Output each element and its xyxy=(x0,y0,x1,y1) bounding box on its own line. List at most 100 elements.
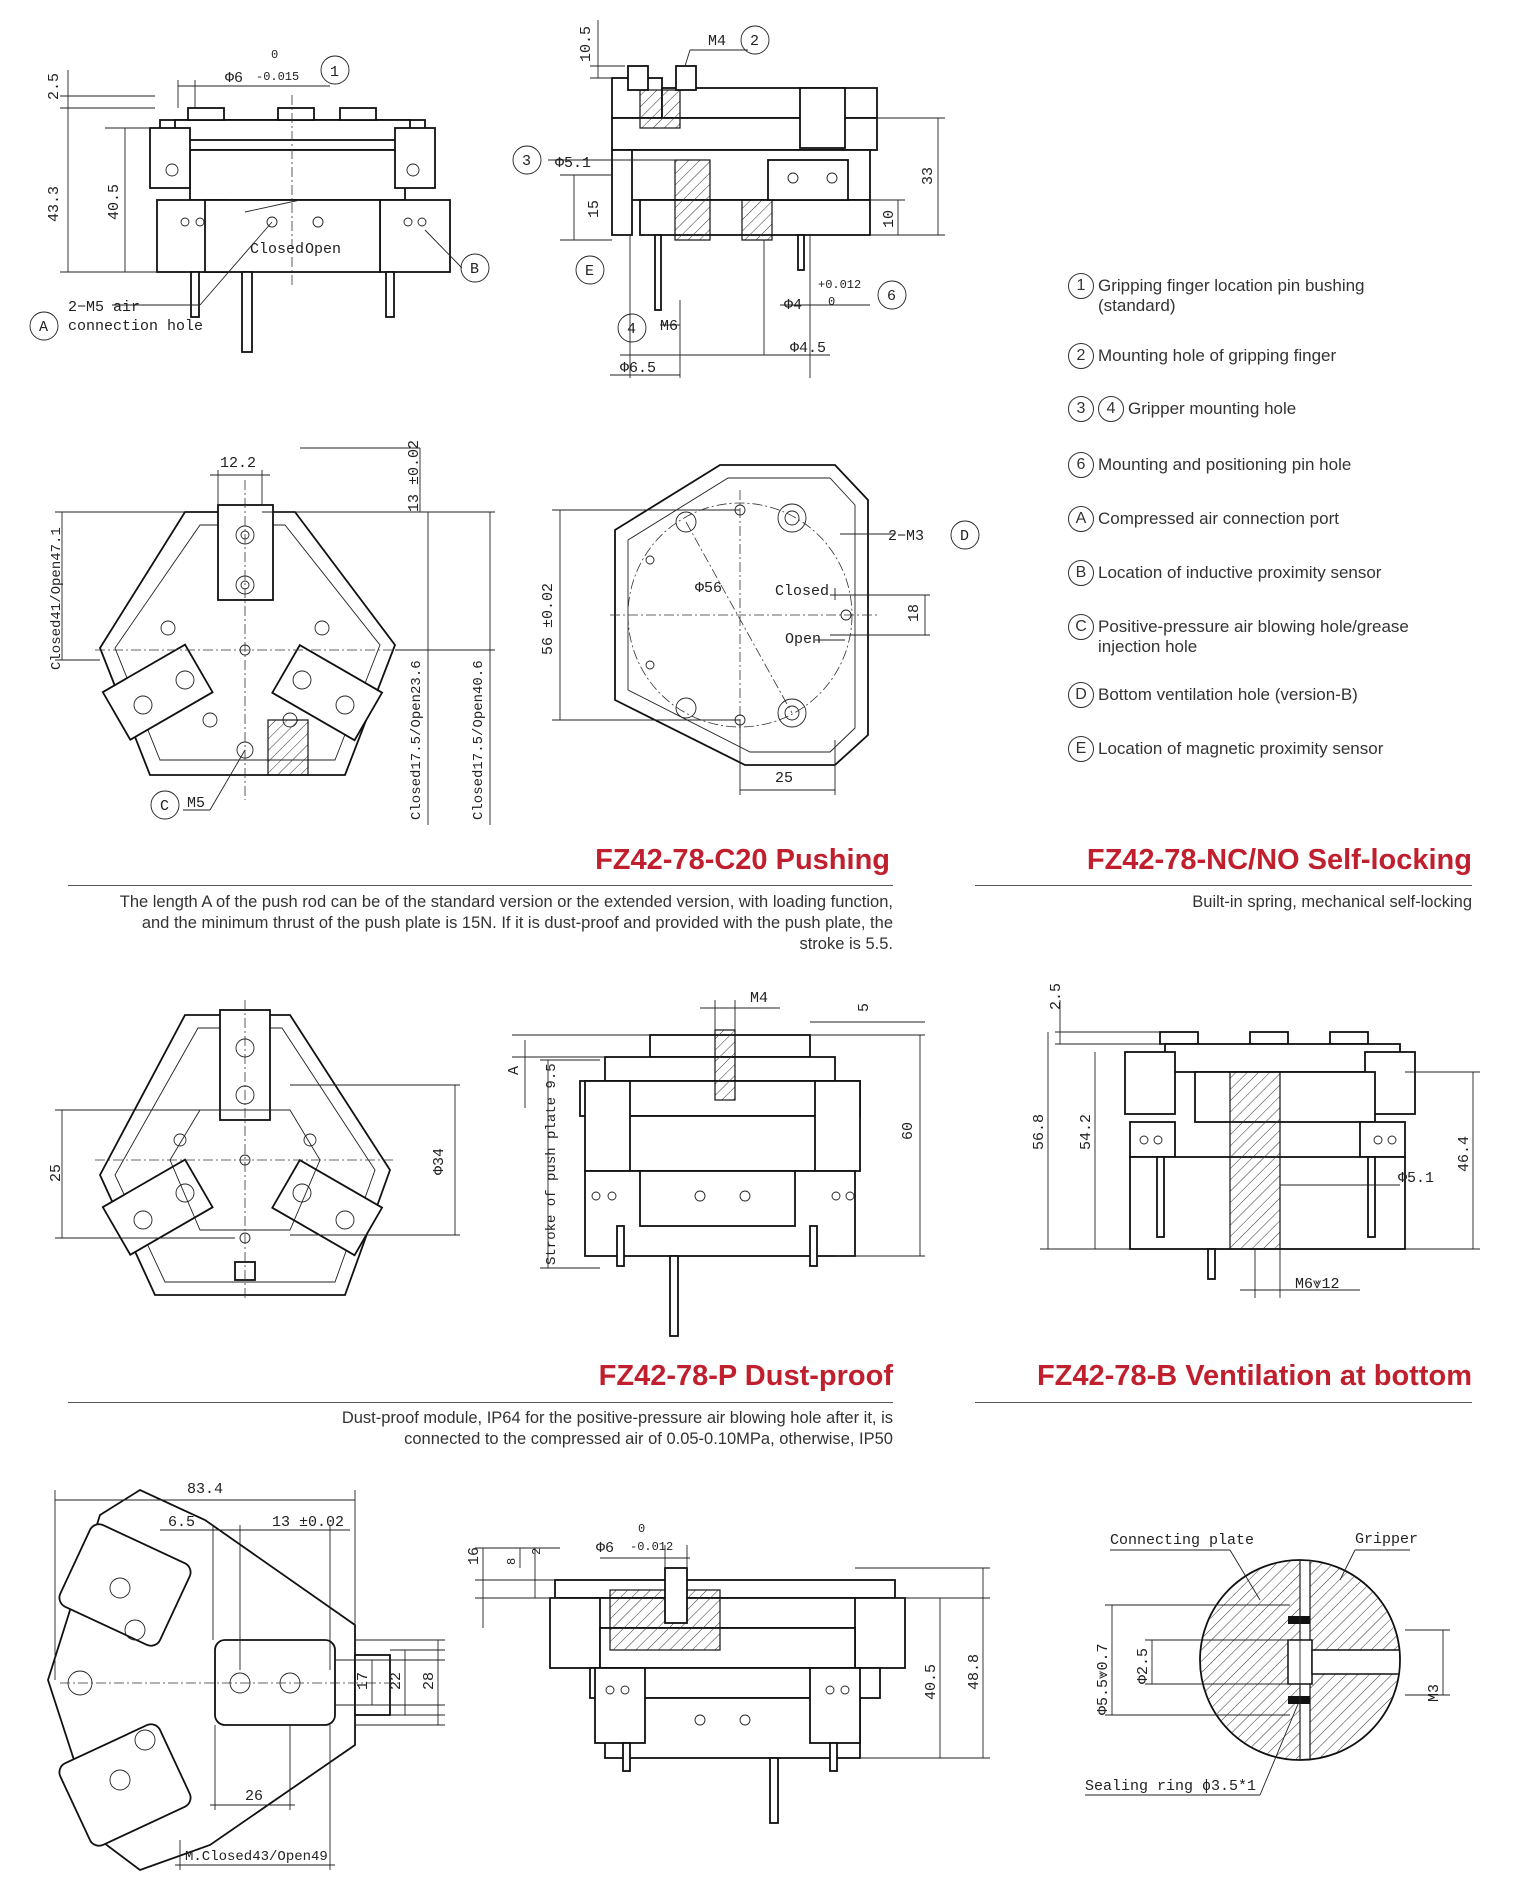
label-m5-air: 2−M5 air xyxy=(68,299,140,316)
dim-tol-0: 0 xyxy=(271,48,278,62)
dim-13-tol-b: 13 ±0.02 xyxy=(272,1514,344,1531)
dim-closed17-b: Closed17.5/Open40.6 xyxy=(471,660,487,820)
dim-26: 26 xyxy=(245,1788,263,1805)
legend-badge: B xyxy=(1068,560,1094,586)
dim-28: 28 xyxy=(421,1672,438,1690)
callout-C: C xyxy=(160,798,169,815)
dim-phi4-5: Φ4.5 xyxy=(790,340,826,357)
callout-B: B xyxy=(470,261,479,278)
callout-E: E xyxy=(585,263,594,280)
section-view-p xyxy=(475,1545,990,1824)
dim-phi6-b: Φ6 xyxy=(596,1540,614,1557)
legend-badge: 2 xyxy=(1068,343,1094,369)
dim-m6-12: M6⩔12 xyxy=(1295,1276,1339,1293)
section-view-standard xyxy=(548,20,945,378)
desc-c20: The length A of the push rod can be of t… xyxy=(119,893,893,953)
bottom-view-standard xyxy=(552,464,930,795)
callout-D: D xyxy=(960,528,969,545)
dim-8: 8 xyxy=(505,1558,519,1565)
dim-A: A xyxy=(506,1066,523,1075)
legend-badge: D xyxy=(1068,682,1094,708)
dim-2: 2 xyxy=(530,1548,544,1555)
dim-40-5: 40.5 xyxy=(106,184,123,220)
dim-16: 16 xyxy=(466,1547,483,1565)
dim-phi6: Φ6 xyxy=(225,70,243,87)
legend-text: Location of magnetic proximity sensor xyxy=(1098,739,1384,758)
legend-text: Bottom ventilation hole (version-B) xyxy=(1098,685,1358,704)
callout-6: 6 xyxy=(887,288,896,305)
dim-tol-p012: +0.012 xyxy=(818,278,861,292)
legend-badge: 6 xyxy=(1068,452,1094,478)
dim-33: 33 xyxy=(920,167,937,185)
dim-18: 18 xyxy=(906,604,923,622)
dim-tol-012c: -0.012 xyxy=(630,1540,673,1554)
dim-15: 15 xyxy=(586,200,603,218)
dimension-labels: 2.5 43.3 40.5 Φ6 0 -0.015 1 Closed Open … xyxy=(29,25,1473,1865)
callout-A: A xyxy=(39,319,48,336)
dim-60: 60 xyxy=(900,1122,917,1140)
side-view-c20 xyxy=(512,1000,925,1337)
dim-25-a: 25 xyxy=(775,770,793,787)
callout-4: 4 xyxy=(627,321,636,338)
legend-badge: 1 xyxy=(1068,273,1094,299)
dim-43-3: 43.3 xyxy=(46,186,63,222)
dim-22: 22 xyxy=(388,1672,405,1690)
dim-closed41: Closed41/Open47.1 xyxy=(49,527,65,670)
dim-m5: M5 xyxy=(187,795,205,812)
top-view-c20 xyxy=(55,1000,460,1300)
label-gripper: Gripper xyxy=(1355,1531,1418,1548)
dim-tol-015: -0.015 xyxy=(256,70,299,84)
dim-m-closed: M.Closed43/Open49 xyxy=(185,1849,328,1865)
label-m5-air-2: connection hole xyxy=(68,318,203,335)
dim-48-8: 48.8 xyxy=(966,1654,983,1690)
dim-m6: M6 xyxy=(660,318,678,335)
dim-phi56: Φ56 xyxy=(695,580,722,597)
legend-badge: 3 xyxy=(1068,396,1094,422)
dim-tol-0b: 0 xyxy=(828,295,835,309)
callout-1: 1 xyxy=(330,64,339,81)
dim-13-tol: 13 ±0.02 xyxy=(406,440,423,512)
callout-3: 3 xyxy=(522,153,531,170)
dim-m4: M4 xyxy=(708,33,726,50)
dim-5: 5 xyxy=(856,1003,873,1012)
legend-badge: E xyxy=(1068,736,1094,762)
top-view-standard xyxy=(55,447,495,825)
legend-text: Mounting and positioning pin hole xyxy=(1098,455,1352,474)
legend-badge: 4 xyxy=(1098,396,1124,422)
dim-phi5-1-b: Φ5.1 xyxy=(1398,1170,1434,1187)
dim-40-5-b: 40.5 xyxy=(923,1664,940,1700)
label-open: Open xyxy=(305,241,341,258)
dim-56-tol: 56 ±0.02 xyxy=(540,583,557,655)
section-view-nc xyxy=(1040,1000,1480,1298)
legend-text: Compressed air connection port xyxy=(1098,509,1339,528)
dim-46-4: 46.4 xyxy=(1456,1136,1473,1172)
legend-text: Gripping finger location pin bushing (st… xyxy=(1098,276,1365,315)
dim-phi2-5: Φ2.5 xyxy=(1135,1648,1152,1684)
legend-text: Mounting hole of gripping finger xyxy=(1098,346,1337,365)
title-c20: FZ42-78-C20 Pushing xyxy=(595,844,890,876)
rule-p xyxy=(68,1402,893,1403)
desc-nc: Built-in spring, mechanical self-locking xyxy=(1192,893,1472,911)
legend-badge: A xyxy=(1068,506,1094,532)
dim-25-b: 25 xyxy=(48,1164,65,1182)
rule-c20 xyxy=(68,885,893,886)
dim-6-5: 6.5 xyxy=(168,1514,195,1531)
dim-10: 10 xyxy=(881,210,898,228)
rule-nc xyxy=(975,885,1472,886)
desc-p: Dust-proof module, IP64 for the positive… xyxy=(341,1409,893,1448)
dim-closed17-a: Closed17.5/Open23.6 xyxy=(409,660,425,820)
dim-tol-0c: 0 xyxy=(638,1522,645,1536)
dim-83-4: 83.4 xyxy=(187,1481,223,1498)
dim-10-5: 10.5 xyxy=(578,26,595,62)
title-nc: FZ42-78-NC/NO Self-locking xyxy=(1086,844,1472,876)
dim-stroke: Stroke of push plate 9.5 xyxy=(544,1063,560,1265)
dim-m4-b: M4 xyxy=(750,990,768,1007)
title-p: FZ42-78-P Dust-proof xyxy=(598,1360,893,1392)
